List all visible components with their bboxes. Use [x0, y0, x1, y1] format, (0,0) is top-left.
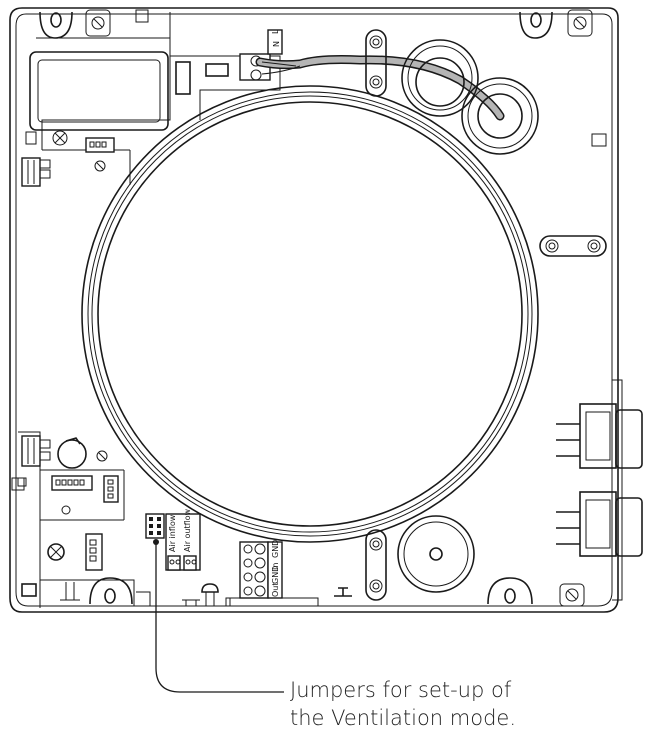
mounting-slots — [11, 9, 607, 601]
callout-caption: Jumpers for set-up of the Ventilation mo… — [290, 676, 640, 732]
connector-label-out: Out — [271, 582, 280, 597]
callout-leader-line — [155, 542, 284, 693]
terminal-live-label: L — [271, 29, 280, 34]
bottom-small-parts — [182, 583, 352, 606]
side-connectors — [556, 379, 643, 601]
callout-line-1: Jumpers for set-up of — [290, 678, 512, 702]
cable-glands — [401, 39, 539, 155]
top-mounting-tabs — [39, 9, 593, 39]
jumper-block — [145, 513, 201, 571]
top-pcb-area — [21, 12, 283, 187]
housing-outline — [9, 7, 619, 613]
fan-opening — [81, 85, 539, 543]
connector-label-in: In — [271, 563, 280, 570]
lower-gland — [397, 515, 475, 593]
connector-label-gnd-2: GND — [271, 566, 280, 584]
terminal-neutral-label: N — [272, 41, 281, 47]
connector-label-gnd-1: GND — [271, 540, 280, 558]
jumper-inflow-label: Air inflow — [168, 514, 177, 552]
signal-terminal-block — [225, 541, 319, 606]
callout-line-2: the Ventilation mode. — [290, 706, 517, 730]
jumper-outflow-label: Air outflow — [183, 508, 192, 552]
lower-pcb-area — [17, 431, 585, 608]
